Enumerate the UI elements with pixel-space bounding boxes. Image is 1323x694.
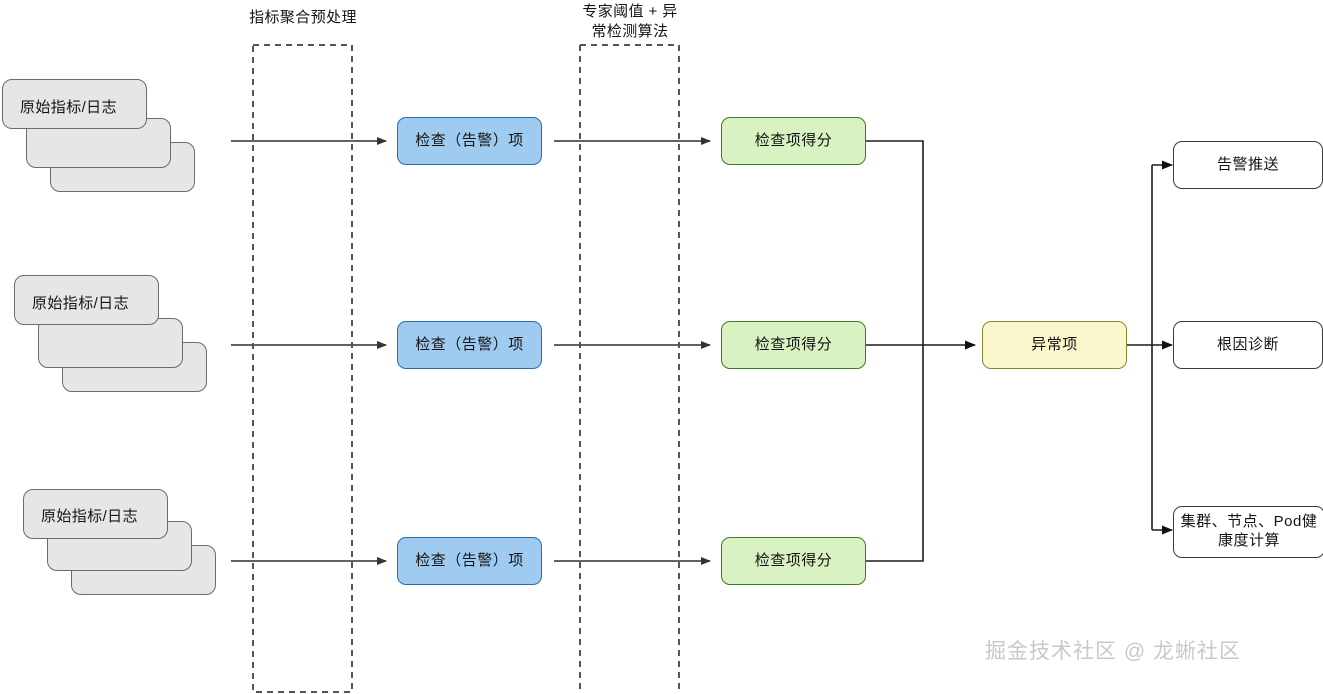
phase-label-1: 指标聚合预处理 xyxy=(223,8,383,28)
watermark-text: 掘金技术社区 @ 龙蜥社区 xyxy=(985,640,1241,663)
check-score-1[interactable]: 检查项得分 xyxy=(721,117,866,165)
phase-label-2: 专家阈值 + 异 常检测算法 xyxy=(550,2,710,41)
check-item-1[interactable]: 检查（告警）项 xyxy=(397,117,542,165)
output-root-cause-diagnosis[interactable]: 根因诊断 xyxy=(1173,321,1323,369)
check-item-3[interactable]: 检查（告警）项 xyxy=(397,537,542,585)
output-health-score-calc[interactable]: 集群、节点、Pod健康度计算 xyxy=(1173,506,1323,558)
source-label-3: 原始指标/日志 xyxy=(41,508,138,525)
check-score-2[interactable]: 检查项得分 xyxy=(721,321,866,369)
phase-label-2-line1: 专家阈值 + 异 xyxy=(582,3,678,20)
check-score-3[interactable]: 检查项得分 xyxy=(721,537,866,585)
anomaly-item-node[interactable]: 异常项 xyxy=(982,321,1127,369)
phase-label-2-line2: 常检测算法 xyxy=(591,22,669,40)
merge-line-score-3 xyxy=(866,345,924,562)
source-card-front xyxy=(23,489,168,539)
phase-boundary-2 xyxy=(579,44,680,694)
source-label-2: 原始指标/日志 xyxy=(32,295,129,312)
phase-boundary-1 xyxy=(252,44,353,693)
merge-line-score-1 xyxy=(866,140,924,345)
source-card-front xyxy=(2,79,147,129)
check-item-2[interactable]: 检查（告警）项 xyxy=(397,321,542,369)
source-label-1: 原始指标/日志 xyxy=(20,99,117,116)
output-alert-push[interactable]: 告警推送 xyxy=(1173,141,1323,189)
phase-label-1-line1: 指标聚合预处理 xyxy=(249,9,357,26)
source-card-front xyxy=(14,275,159,325)
source-card-mid xyxy=(38,318,183,368)
